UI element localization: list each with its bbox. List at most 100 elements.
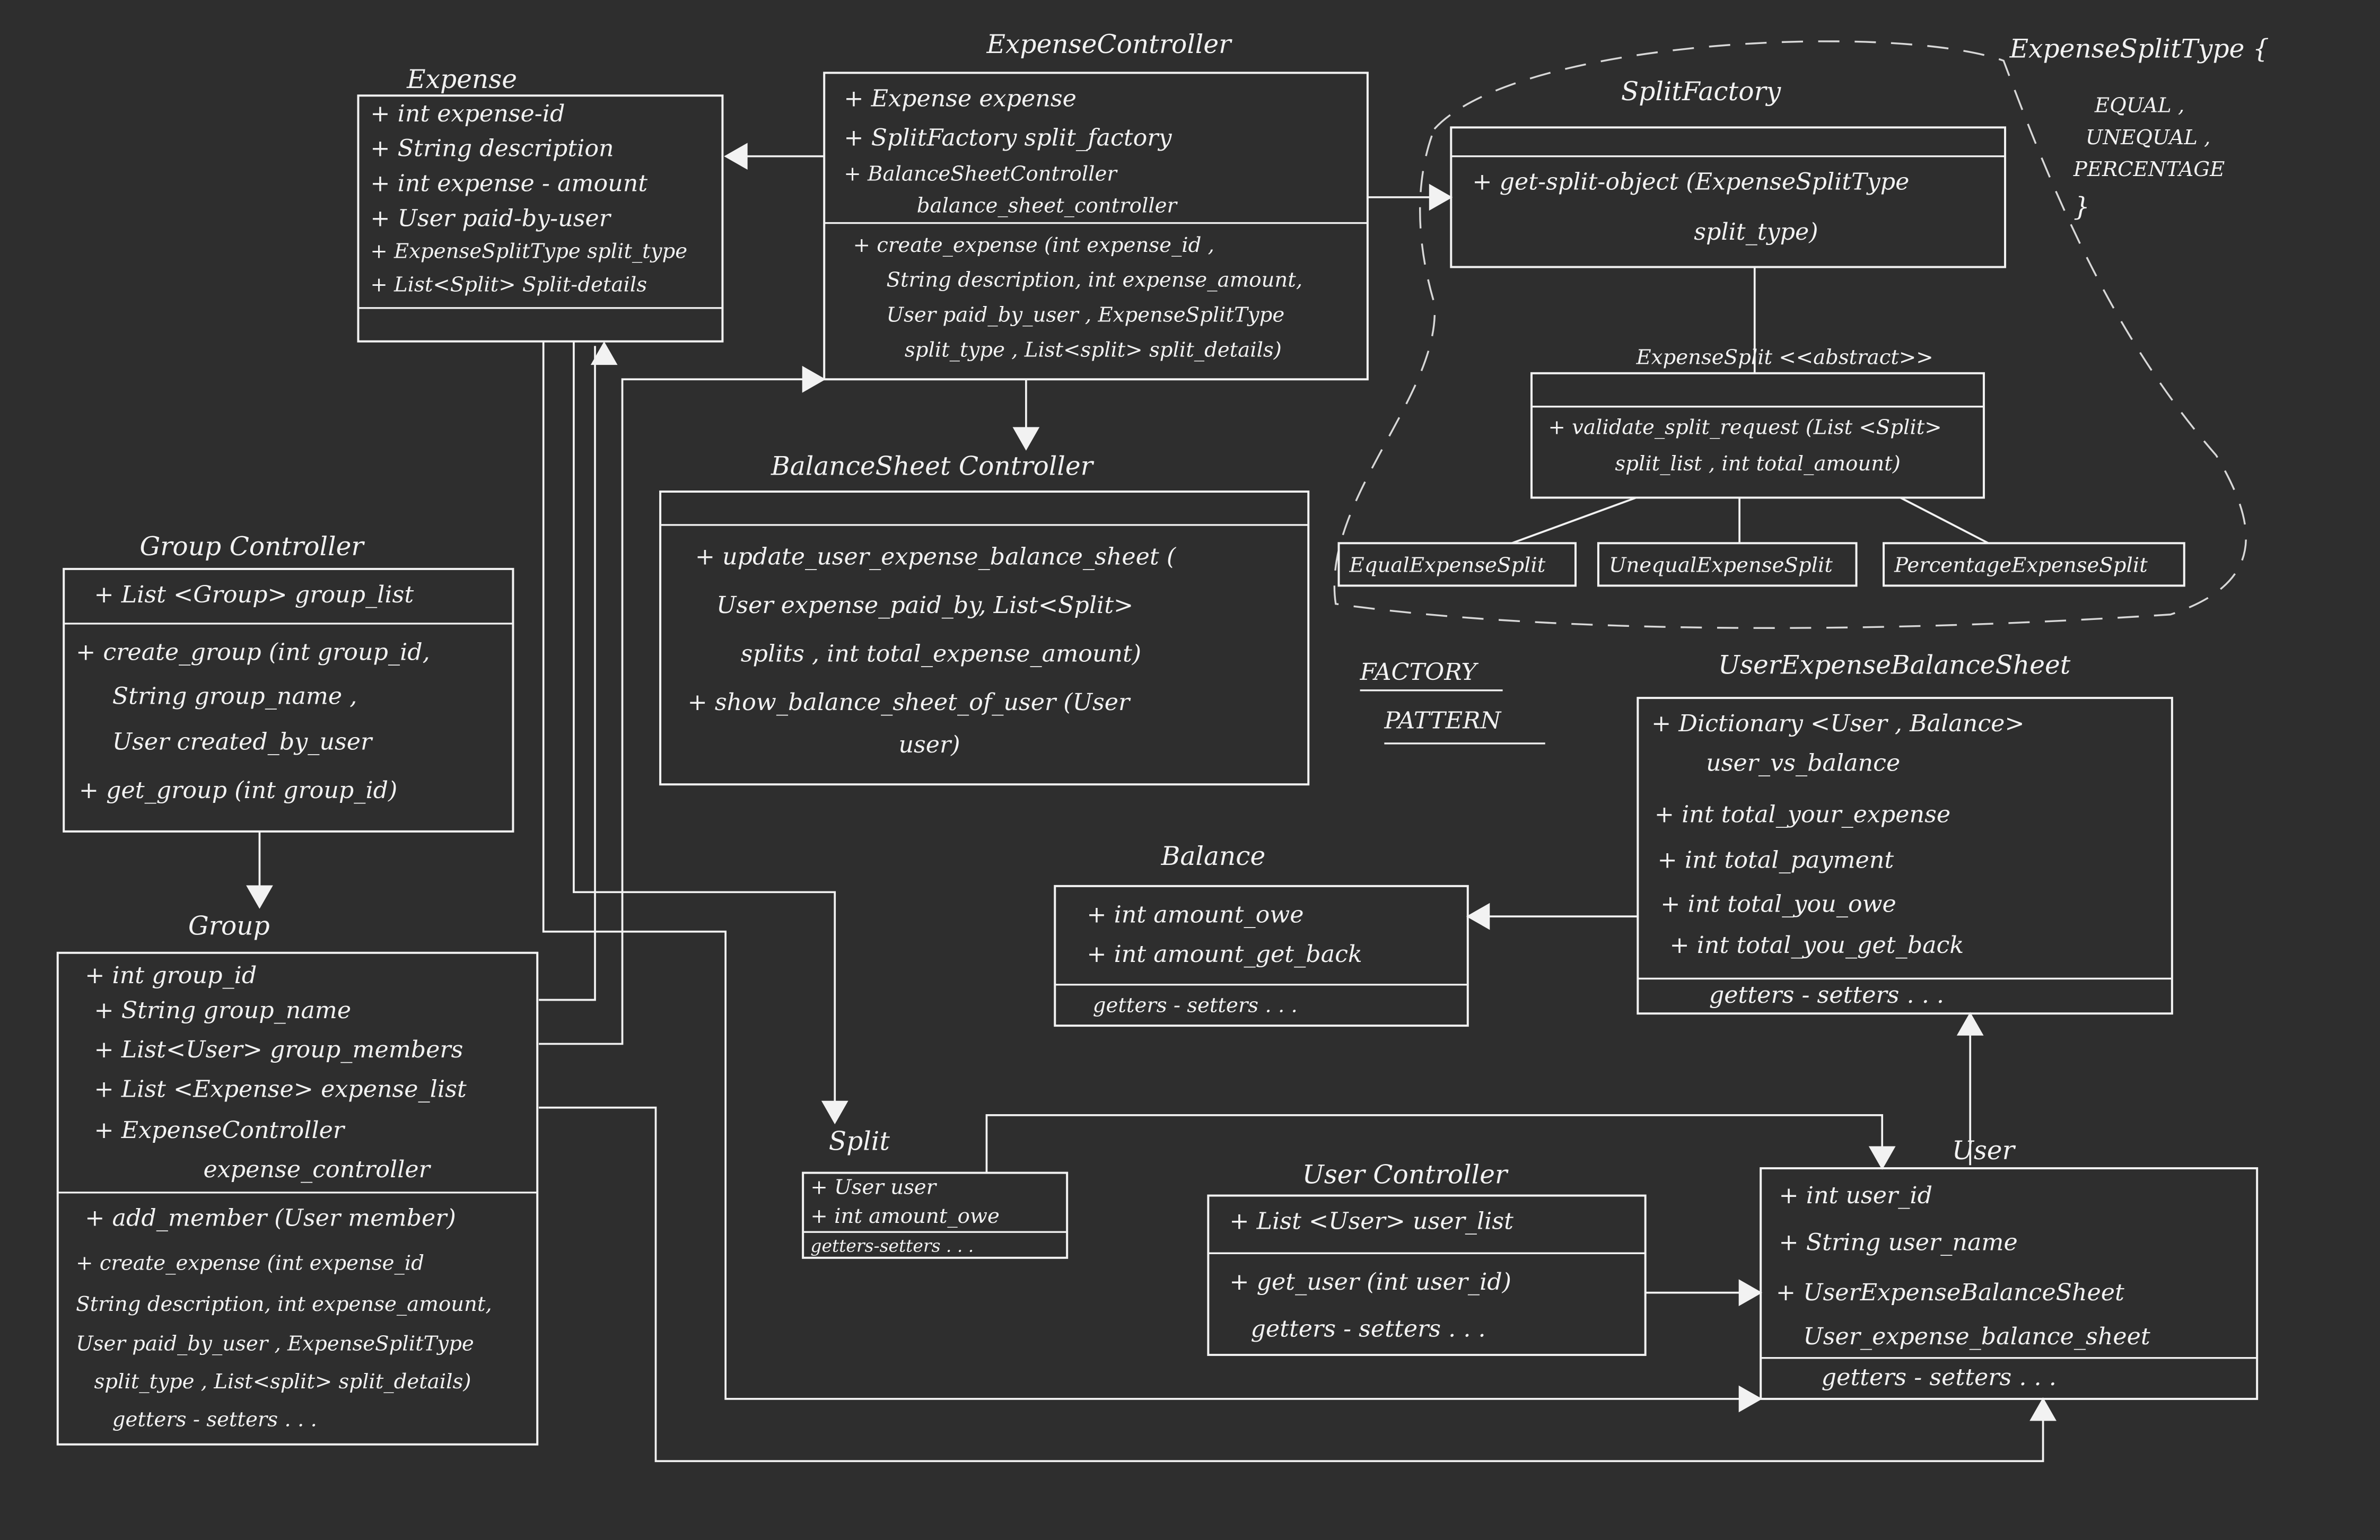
enum-close: } xyxy=(2073,192,2090,222)
class-title: BalanceSheet Controller xyxy=(771,452,1095,482)
class-balance-sheet-controller: BalanceSheet Controller + update_user_ex… xyxy=(659,452,1310,786)
class-title: User Controller xyxy=(1302,1160,1509,1190)
class-title: Group xyxy=(188,911,270,941)
attribute: + User user xyxy=(810,1176,937,1200)
attribute: + int amount_get_back xyxy=(1087,941,1362,968)
method: getters - setters . . . xyxy=(1709,982,1944,1009)
class-expense-split: ExpenseSplit <<abstract>> + validate_spl… xyxy=(1530,346,1985,499)
attribute: + UserExpenseBalanceSheet xyxy=(1776,1279,2124,1306)
attribute: + String user_name xyxy=(1779,1229,2018,1256)
class-group: Group + int group_id + String group_name… xyxy=(56,911,539,1446)
enum-value: EQUAL , xyxy=(2094,94,2184,118)
attribute: + int total_you_owe xyxy=(1660,891,1896,918)
class-box xyxy=(823,72,1369,381)
method: split_type) xyxy=(1694,218,1818,246)
class-box xyxy=(63,567,514,833)
class-title: User xyxy=(1952,1136,2016,1166)
attribute: + ExpenseController xyxy=(94,1117,345,1144)
attribute: + User paid-by-user xyxy=(370,205,611,232)
class-box xyxy=(1883,542,2185,587)
method: split_type , List<split> split_details) xyxy=(94,1370,471,1394)
class-split-factory: SplitFactory + get-split-object (Expense… xyxy=(1450,77,2007,268)
class-box xyxy=(659,490,1310,786)
enum-expense-split-type: ExpenseSplitType { EQUAL , UNEQUAL , PER… xyxy=(2009,34,2269,222)
attribute: + SplitFactory split_factory xyxy=(844,125,1172,152)
class-title: ExpenseSplit <<abstract>> xyxy=(1635,346,1933,370)
class-title: EqualExpenseSplit xyxy=(1349,554,1546,578)
class-title: Balance xyxy=(1161,842,1266,871)
attribute: + int user_id xyxy=(1779,1182,1932,1209)
method: + get-split-object (ExpenseSplitType xyxy=(1472,169,1909,196)
class-box xyxy=(1637,697,2173,1015)
class-unequal-expense-split: UnequalExpenseSplit xyxy=(1597,542,1858,587)
connectors xyxy=(246,143,2057,1463)
attribute: + List <Expense> expense_list xyxy=(94,1076,466,1103)
method: + create_expense (int expense_id xyxy=(76,1252,424,1275)
class-title: UnequalExpenseSplit xyxy=(1609,554,1833,578)
attribute: user_vs_balance xyxy=(1706,749,1900,776)
attribute: expense_controller xyxy=(204,1156,432,1183)
attribute: + Expense expense xyxy=(844,85,1076,112)
class-split: Split + User user + int amount_owe gette… xyxy=(802,1127,1069,1259)
method: + validate_split_request (List <Split> xyxy=(1548,415,1941,439)
class-title: SplitFactory xyxy=(1621,77,1781,107)
class-box xyxy=(56,951,539,1446)
attribute: + ExpenseSplitType split_type xyxy=(370,239,687,263)
enum-title: ExpenseSplitType { xyxy=(2009,34,2269,64)
attribute: balance_sheet_controller xyxy=(917,194,1178,218)
class-balance: Balance + int amount_owe + int amount_ge… xyxy=(1054,842,1469,1027)
attribute: + List<Split> Split-details xyxy=(370,273,647,296)
class-box xyxy=(1530,372,1985,499)
class-title: Group Controller xyxy=(139,532,365,562)
class-equal-expense-split: EqualExpenseSplit xyxy=(1337,542,1577,587)
method: splits , int total_expense_amount) xyxy=(741,640,1141,667)
class-group-controller: Group Controller + List <Group> group_li… xyxy=(63,532,514,833)
attribute: + String description xyxy=(370,135,614,162)
attribute: User_expense_balance_sheet xyxy=(1803,1323,2150,1350)
attribute: + BalanceSheetController xyxy=(844,162,1118,186)
method: User expense_paid_by, List<Split> xyxy=(716,592,1133,619)
class-box xyxy=(1760,1167,2259,1400)
attribute: + int total_your_expense xyxy=(1655,801,1950,828)
attribute: + int expense - amount xyxy=(370,170,648,197)
method: User paid_by_user , ExpenseSplitType xyxy=(887,303,1285,327)
method: getters - setters . . . xyxy=(112,1407,317,1431)
class-expense-controller: ExpenseController + Expense expense + Sp… xyxy=(823,30,1369,381)
factory-pattern-region xyxy=(1333,40,2247,629)
class-title: ExpenseController xyxy=(986,30,1232,59)
method: split_list , int total_amount) xyxy=(1615,452,1900,476)
method: User paid_by_user , ExpenseSplitType xyxy=(76,1332,474,1355)
method: + get_group (int group_id) xyxy=(79,777,398,804)
attribute: + List <Group> group_list xyxy=(94,581,414,608)
method: + update_user_expense_balance_sheet ( xyxy=(695,543,1177,570)
factory-pattern-label: FACTORY PATTERN xyxy=(1360,659,1545,745)
class-box xyxy=(1207,1194,1647,1356)
class-box xyxy=(802,1171,1069,1259)
class-title: Expense xyxy=(406,65,517,94)
attribute: + int expense-id xyxy=(370,100,565,127)
method: getters - setters . . . xyxy=(1822,1364,2057,1391)
method: String group_name , xyxy=(112,683,357,710)
method: + show_balance_sheet_of_user (User xyxy=(688,689,1131,716)
method: getters - setters . . . xyxy=(1250,1316,1485,1343)
method: String description, int expense_amount, xyxy=(76,1292,492,1316)
annotation-text: FACTORY xyxy=(1360,659,1479,686)
attribute: + int amount_owe xyxy=(810,1204,999,1228)
attribute: + int amount_owe xyxy=(1087,902,1303,929)
attribute: + int total_payment xyxy=(1658,847,1894,874)
method: + create_group (int group_id, xyxy=(76,639,430,666)
class-title: Split xyxy=(829,1127,890,1157)
method: + get_user (int user_id) xyxy=(1229,1268,1511,1296)
class-percentage-expense-split: PercentageExpenseSplit xyxy=(1883,542,2185,587)
attribute: + List<User> group_members xyxy=(94,1036,463,1063)
attribute: + int group_id xyxy=(85,962,257,989)
method: getters - setters . . . xyxy=(1093,993,1298,1017)
attribute: + int total_you_get_back xyxy=(1669,932,1964,959)
class-user-expense-balance-sheet: UserExpenseBalanceSheet + Dictionary <Us… xyxy=(1637,650,2173,1015)
method: split_type , List<split> split_details) xyxy=(905,338,1282,362)
method: + create_expense (int expense_id , xyxy=(853,233,1214,257)
method: String description, int expense_amount, xyxy=(887,268,1303,292)
class-user-controller: User Controller + List <User> user_list … xyxy=(1207,1160,1647,1356)
method: user) xyxy=(898,731,960,758)
